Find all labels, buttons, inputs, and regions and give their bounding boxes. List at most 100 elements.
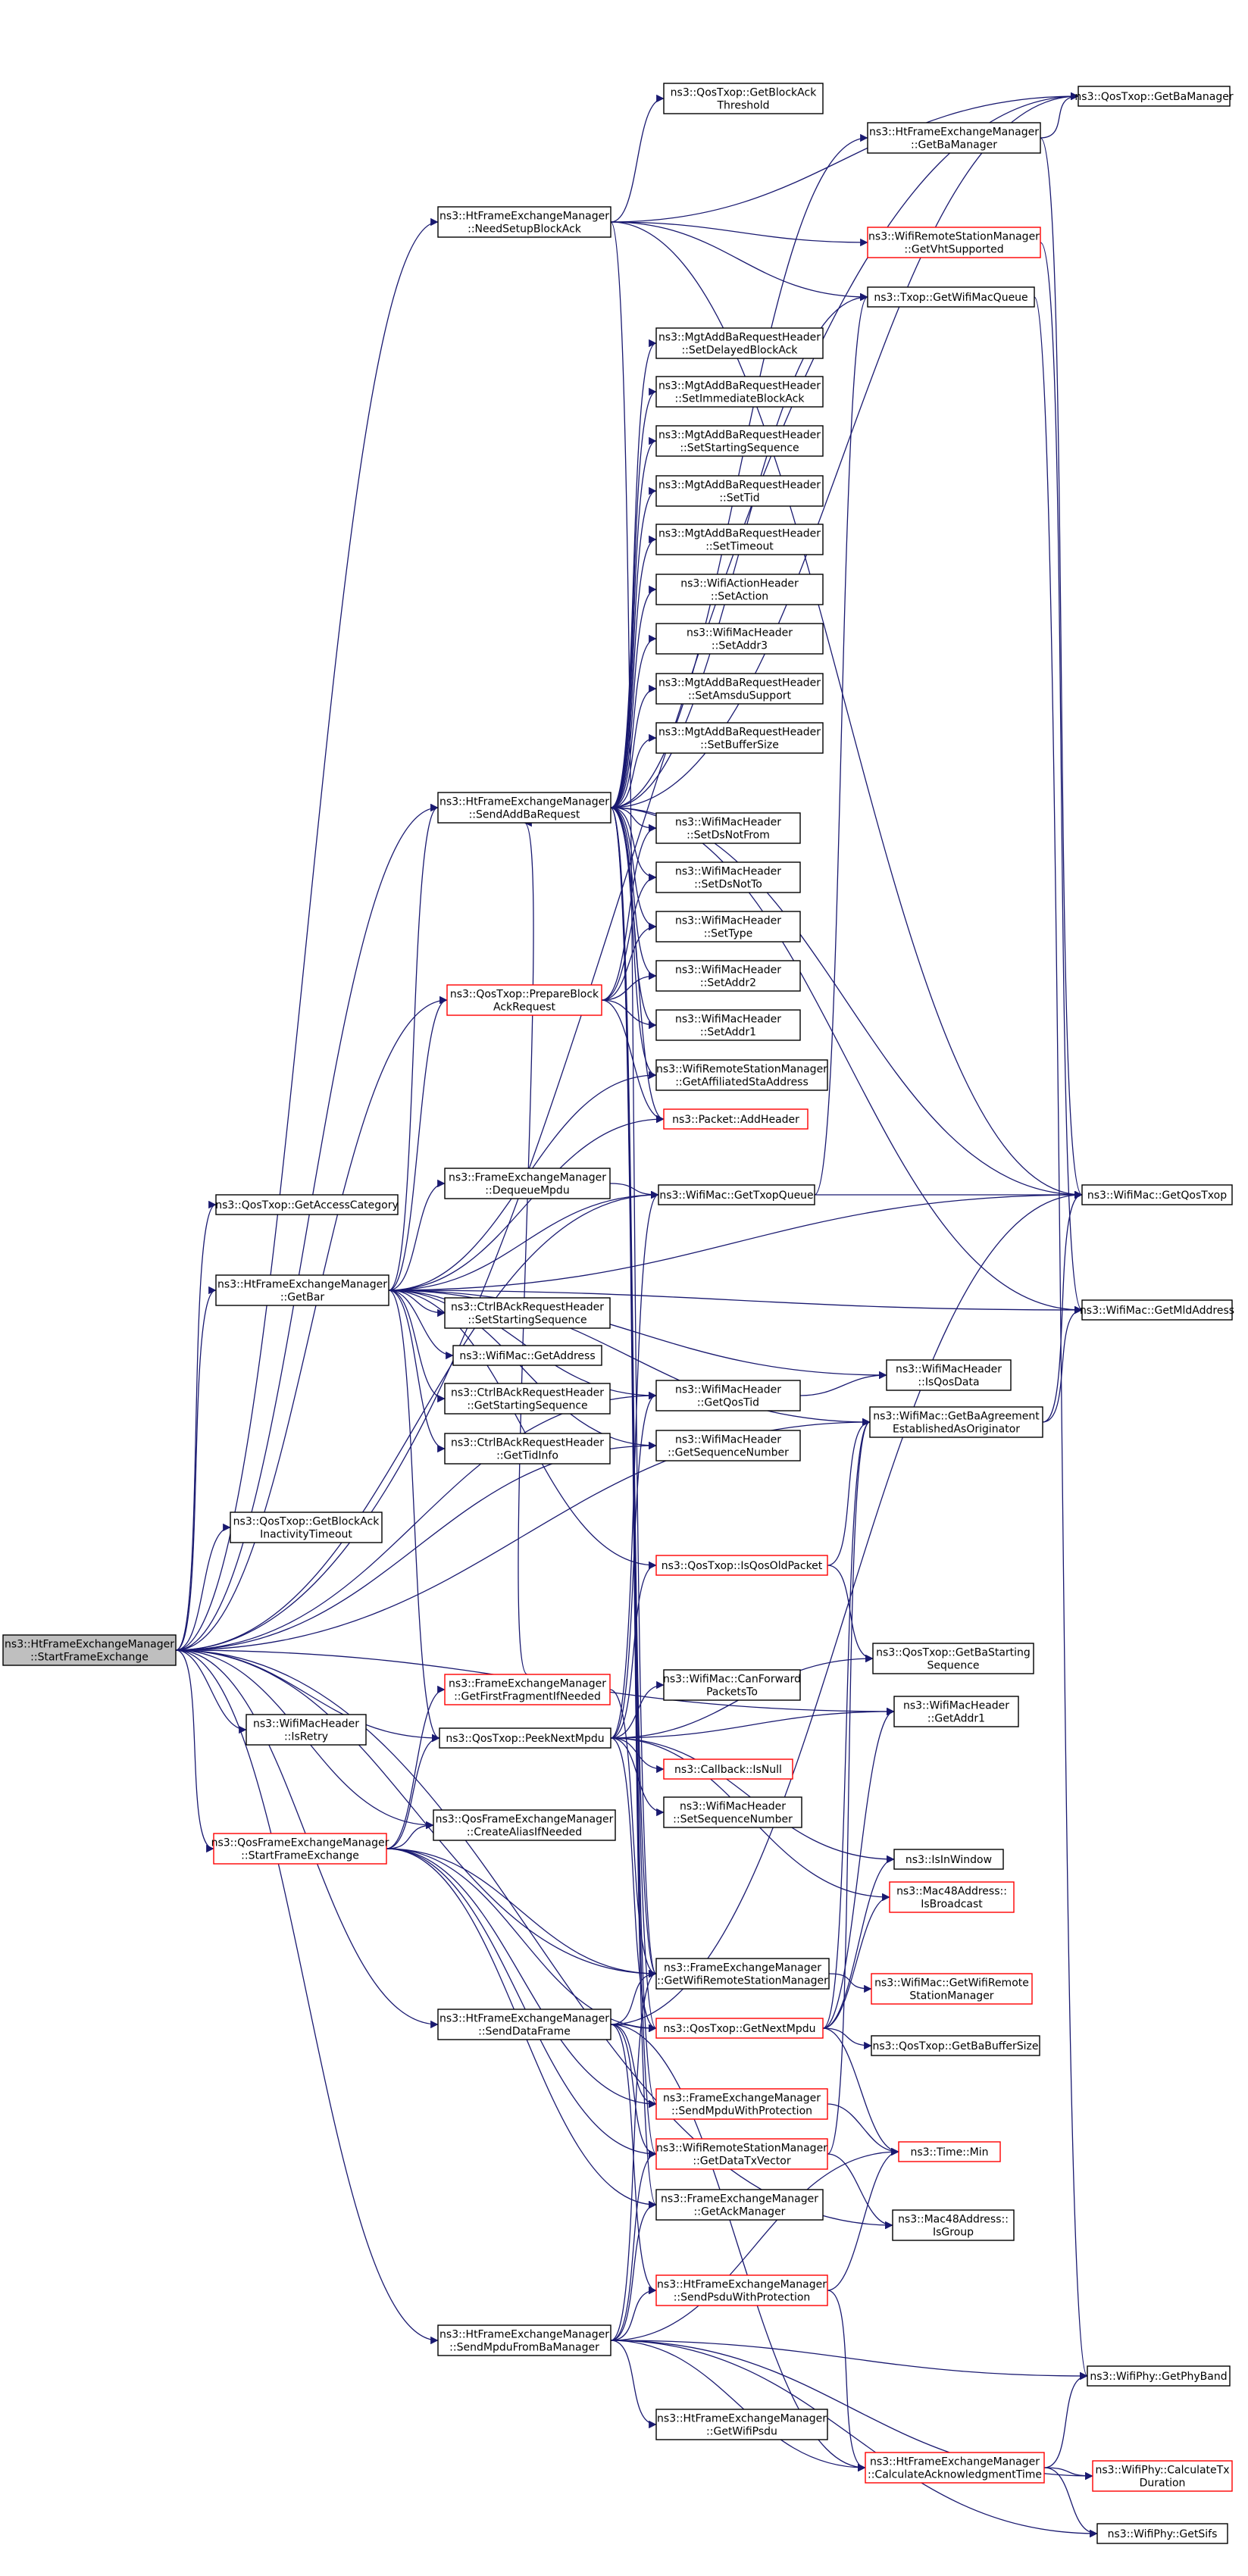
node-createAlias[interactable]: ns3::QosFrameExchangeManager::CreateAlia… bbox=[433, 1809, 616, 1841]
node-sendMpduWithProtection[interactable]: ns3::FrameExchangeManager::SendMpduWithP… bbox=[655, 2088, 828, 2120]
node-box bbox=[655, 861, 801, 893]
node-label: ns3::HtFrameExchangeManager bbox=[439, 211, 609, 223]
node-setStartingSequence[interactable]: ns3::MgtAddBaRequestHeader::SetStartingS… bbox=[655, 425, 824, 457]
node-setImmediateBlockAck[interactable]: ns3::MgtAddBaRequestHeader::SetImmediate… bbox=[655, 376, 824, 408]
node-setDelayedBlockAck[interactable]: ns3::MgtAddBaRequestHeader::SetDelayedBl… bbox=[655, 327, 824, 359]
node-box bbox=[444, 1674, 611, 1705]
node-sendMpduFromBaManager[interactable]: ns3::HtFrameExchangeManager::SendMpduFro… bbox=[437, 2324, 611, 2356]
node-sendDataFrame[interactable]: ns3::HtFrameExchangeManager::SendDataFra… bbox=[437, 2009, 611, 2040]
node-dequeueMpdu[interactable]: ns3::FrameExchangeManager::DequeueMpdu bbox=[444, 1168, 611, 1199]
node-setDsNotTo[interactable]: ns3::WifiMacHeader::SetDsNotTo bbox=[655, 861, 801, 893]
node-getBlockAckInactivity[interactable]: ns3::QosTxop::GetBlockAckInactivityTimeo… bbox=[230, 1512, 383, 1543]
node-calcAckTime[interactable]: ns3::HtFrameExchangeManager::CalculateAc… bbox=[865, 2452, 1045, 2484]
node-getNextMpdu[interactable]: ns3::QosTxop::GetNextMpdu bbox=[655, 2018, 824, 2039]
node-getTxopQueue[interactable]: ns3::WifiMac::GetTxopQueue bbox=[658, 1184, 815, 1205]
node-getAddr1[interactable]: ns3::WifiMacHeader::GetAddr1 bbox=[893, 1696, 1019, 1727]
node-qosStartFrameExchange[interactable]: ns3::QosFrameExchangeManager::StartFrame… bbox=[211, 1833, 389, 1865]
node-getAckManager[interactable]: ns3::FrameExchangeManager::GetAckManager bbox=[655, 2189, 824, 2221]
node-getVhtSupported[interactable]: ns3::WifiRemoteStationManager::GetVhtSup… bbox=[867, 227, 1041, 258]
node-callbackIsNull[interactable]: ns3::Callback::IsNull bbox=[663, 1758, 793, 1780]
node-getBaAgreement[interactable]: ns3::WifiMac::GetBaAgreementEstablishedA… bbox=[869, 1406, 1043, 1438]
node-setTimeout[interactable]: ns3::MgtAddBaRequestHeader::SetTimeout bbox=[655, 524, 824, 555]
node-setAction[interactable]: ns3::WifiActionHeader::SetAction bbox=[655, 574, 824, 605]
node-peekNextMpdu[interactable]: ns3::QosTxop::PeekNextMpdu bbox=[439, 1727, 611, 1749]
node-getAffiliated[interactable]: ns3::WifiRemoteStationManager::GetAffili… bbox=[655, 1059, 828, 1091]
edge-sendMpduFromBaManager-to-getDataTxVector bbox=[610, 2149, 657, 2341]
node-label: ::SetDsNotFrom bbox=[687, 830, 770, 842]
edge-line bbox=[388, 996, 448, 1291]
node-getWifiMacQueue[interactable]: ns3::Txop::GetWifiMacQueue bbox=[867, 286, 1035, 308]
node-box bbox=[867, 227, 1041, 258]
node-needSetup[interactable]: ns3::HtFrameExchangeManager::NeedSetupBl… bbox=[437, 206, 611, 238]
node-box bbox=[663, 1796, 802, 1828]
node-setBufferSize[interactable]: ns3::MgtAddBaRequestHeader::SetBufferSiz… bbox=[655, 722, 824, 754]
node-getQosTxop[interactable]: ns3::WifiMac::GetQosTxop bbox=[1081, 1184, 1233, 1205]
edge-qosStartFrameExchange-to-getDataTxVector bbox=[386, 1848, 657, 2159]
node-htGetBaManager[interactable]: ns3::HtFrameExchangeManager::GetBaManage… bbox=[867, 122, 1041, 154]
node-label: ::CalculateAcknowledgmentTime bbox=[868, 2469, 1042, 2481]
node-addHeader[interactable]: ns3::Packet::AddHeader bbox=[663, 1108, 809, 1130]
edge-line bbox=[388, 1290, 1083, 1315]
node-setType[interactable]: ns3::WifiMacHeader::SetType bbox=[655, 911, 801, 943]
edge-prepareBlockAck-to-setAddr2 bbox=[601, 971, 657, 1001]
edge-line bbox=[1043, 2467, 1098, 2538]
node-label: ns3::WifiMac::CanForward bbox=[663, 1674, 801, 1686]
edge-getBar-to-sendAddBaRequest bbox=[388, 803, 439, 1291]
node-isQosOldPacket[interactable]: ns3::QosTxop::IsQosOldPacket bbox=[655, 1555, 828, 1576]
node-label: ::GetQosTid bbox=[697, 1397, 759, 1409]
node-getBaBufferSize[interactable]: ns3::QosTxop::GetBaBufferSize bbox=[871, 2035, 1040, 2056]
node-root[interactable]: ns3::HtFrameExchangeManager::StartFrameE… bbox=[2, 1634, 177, 1666]
edge-line bbox=[610, 807, 657, 980]
node-getFirstFragment[interactable]: ns3::FrameExchangeManager::GetFirstFragm… bbox=[444, 1674, 611, 1705]
node-label: ns3::HtFrameExchangeManager bbox=[439, 796, 609, 808]
node-box bbox=[215, 1194, 399, 1215]
node-setAmsduSupport[interactable]: ns3::MgtAddBaRequestHeader::SetAmsduSupp… bbox=[655, 673, 824, 705]
node-setDsNotFrom[interactable]: ns3::WifiMacHeader::SetDsNotFrom bbox=[655, 812, 801, 844]
edge-sendAddBaRequest-to-setAddr2 bbox=[610, 807, 657, 980]
node-getQosTid[interactable]: ns3::WifiMacHeader::GetQosTid bbox=[655, 1380, 801, 1411]
node-isRetry[interactable]: ns3::WifiMacHeader::IsRetry bbox=[246, 1714, 367, 1746]
node-getSequenceNumber[interactable]: ns3::WifiMacHeader::GetSequenceNumber bbox=[655, 1430, 801, 1462]
node-label: ::NeedSetupBlockAck bbox=[468, 224, 582, 236]
node-label: ::SetAddr3 bbox=[712, 640, 768, 652]
node-isQosData[interactable]: ns3::WifiMacHeader::IsQosData bbox=[886, 1359, 1012, 1391]
node-macGetWifiRemoteStationManager[interactable]: ns3::WifiMac::GetWifiRemoteStationManage… bbox=[871, 1973, 1033, 2005]
node-setAddr2[interactable]: ns3::WifiMacHeader::SetAddr2 bbox=[655, 960, 801, 992]
edge-sendAddBaRequest-to-addHeader bbox=[610, 807, 665, 1124]
node-isBroadcast[interactable]: ns3::Mac48Address::IsBroadcast bbox=[889, 1881, 1015, 1913]
node-box bbox=[655, 2138, 828, 2170]
node-isGroup[interactable]: ns3::Mac48Address::IsGroup bbox=[892, 2209, 1015, 2241]
node-sendAddBaRequest[interactable]: ns3::HtFrameExchangeManager::SendAddBaRe… bbox=[437, 792, 611, 824]
node-setTid[interactable]: ns3::MgtAddBaRequestHeader::SetTid bbox=[655, 475, 824, 507]
node-setSequenceNumber[interactable]: ns3::WifiMacHeader::SetSequenceNumber bbox=[663, 1796, 802, 1828]
node-getPhyBand[interactable]: ns3::WifiPhy::GetPhyBand bbox=[1087, 2365, 1231, 2387]
edge-getBar-to-addHeader bbox=[388, 1114, 665, 1291]
node-ctrlGetStartingSequence[interactable]: ns3::CtrlBAckRequestHeader::GetStartingS… bbox=[444, 1383, 611, 1415]
node-label: ns3::QosTxop::GetAccessCategory bbox=[215, 1199, 399, 1211]
node-qtGetBaManager[interactable]: ns3::QosTxop::GetBaManager bbox=[1074, 86, 1234, 107]
node-timeMin[interactable]: ns3::Time::Min bbox=[898, 2141, 1001, 2162]
node-getAccessCategory[interactable]: ns3::QosTxop::GetAccessCategory bbox=[215, 1194, 399, 1215]
node-getSifs[interactable]: ns3::WifiPhy::GetSifs bbox=[1096, 2523, 1228, 2544]
edge-sendPsduWithProtection-to-calcAckTime bbox=[827, 2290, 866, 2472]
node-ctrlGetTidInfo[interactable]: ns3::CtrlBAckRequestHeader::GetTidInfo bbox=[444, 1433, 611, 1465]
node-getMldAddress[interactable]: ns3::WifiMac::GetMldAddress bbox=[1080, 1299, 1234, 1321]
node-getWifiRemoteStationManager[interactable]: ns3::FrameExchangeManager::GetWifiRemote… bbox=[655, 1958, 830, 1990]
edge-line bbox=[610, 221, 657, 1977]
node-setAddr3[interactable]: ns3::WifiMacHeader::SetAddr3 bbox=[655, 623, 824, 655]
node-isInWindow[interactable]: ns3::IsInWindow bbox=[893, 1849, 1004, 1870]
node-getAddress[interactable]: ns3::WifiMac::GetAddress bbox=[452, 1345, 602, 1366]
node-ctrlSetStartingSequence[interactable]: ns3::CtrlBAckRequestHeader::SetStartingS… bbox=[444, 1297, 611, 1329]
node-sendPsduWithProtection[interactable]: ns3::HtFrameExchangeManager::SendPsduWit… bbox=[655, 2274, 828, 2306]
node-label: ::DequeueMpdu bbox=[485, 1185, 569, 1197]
node-getDataTxVector[interactable]: ns3::WifiRemoteStationManager::GetDataTx… bbox=[655, 2138, 828, 2170]
node-getWifiPsdu[interactable]: ns3::HtFrameExchangeManager::GetWifiPsdu bbox=[655, 2409, 828, 2440]
node-label: ns3::QosTxop::PrepareBlock bbox=[450, 989, 599, 1001]
node-getBar[interactable]: ns3::HtFrameExchangeManager::GetBar bbox=[215, 1274, 389, 1306]
node-setAddr1[interactable]: ns3::WifiMacHeader::SetAddr1 bbox=[655, 1009, 801, 1041]
